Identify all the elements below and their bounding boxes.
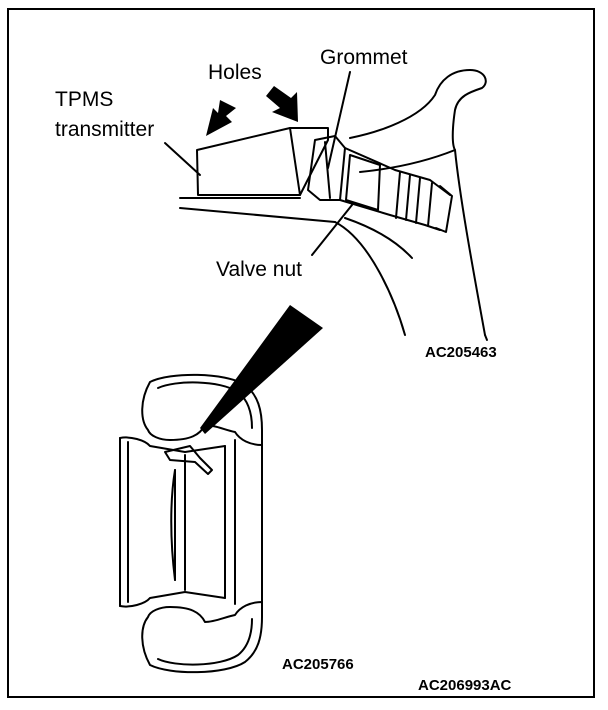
figure-code: AC206993AC: [418, 677, 512, 694]
detail-code-leader-line: [484, 334, 488, 341]
valve-nut: [345, 154, 381, 211]
hole-arrow-right: [266, 86, 298, 122]
grommet-leader-line: [327, 71, 351, 169]
tpms-label-line-1: TPMS: [55, 88, 114, 111]
holes-label: Holes: [208, 61, 262, 84]
rim-base-line: [179, 207, 336, 223]
figure-frame: [7, 8, 595, 698]
valve-stem-upper: [344, 147, 451, 196]
tpms-leader-line: [164, 142, 201, 176]
tire-bottom-inner: [157, 618, 253, 666]
grommet-line: [324, 141, 331, 199]
hole-arrow-left: [206, 100, 236, 136]
rim-spoke: [170, 469, 176, 581]
transmitter-edge: [289, 127, 301, 196]
rim-inner-line: [359, 149, 456, 173]
valve-thread-3: [415, 177, 421, 224]
valve-thread-1: [395, 171, 401, 219]
tire-bottom: [141, 601, 263, 674]
wheel-code: AC205766: [282, 656, 354, 673]
callout-wedge: [200, 305, 323, 434]
rim-drop-line: [344, 217, 413, 259]
valve-nut-leader-line: [311, 204, 353, 256]
tpms-label-line-2: transmitter: [55, 118, 155, 141]
rim-left-flange-top: [119, 436, 226, 453]
rim-well-line: [334, 221, 406, 336]
wheel-valve: [164, 445, 213, 475]
valve-nut-label: Valve nut: [216, 258, 302, 281]
rim-left-flange-bottom: [119, 591, 226, 608]
grommet-label: Grommet: [320, 46, 408, 69]
valve-cap: [435, 185, 453, 233]
valve-thread-4: [427, 182, 433, 227]
valve-stem-lower: [339, 199, 441, 231]
rim-outline: [349, 69, 487, 336]
valve-thread-2: [405, 174, 411, 221]
detail-code: AC205463: [425, 344, 497, 361]
